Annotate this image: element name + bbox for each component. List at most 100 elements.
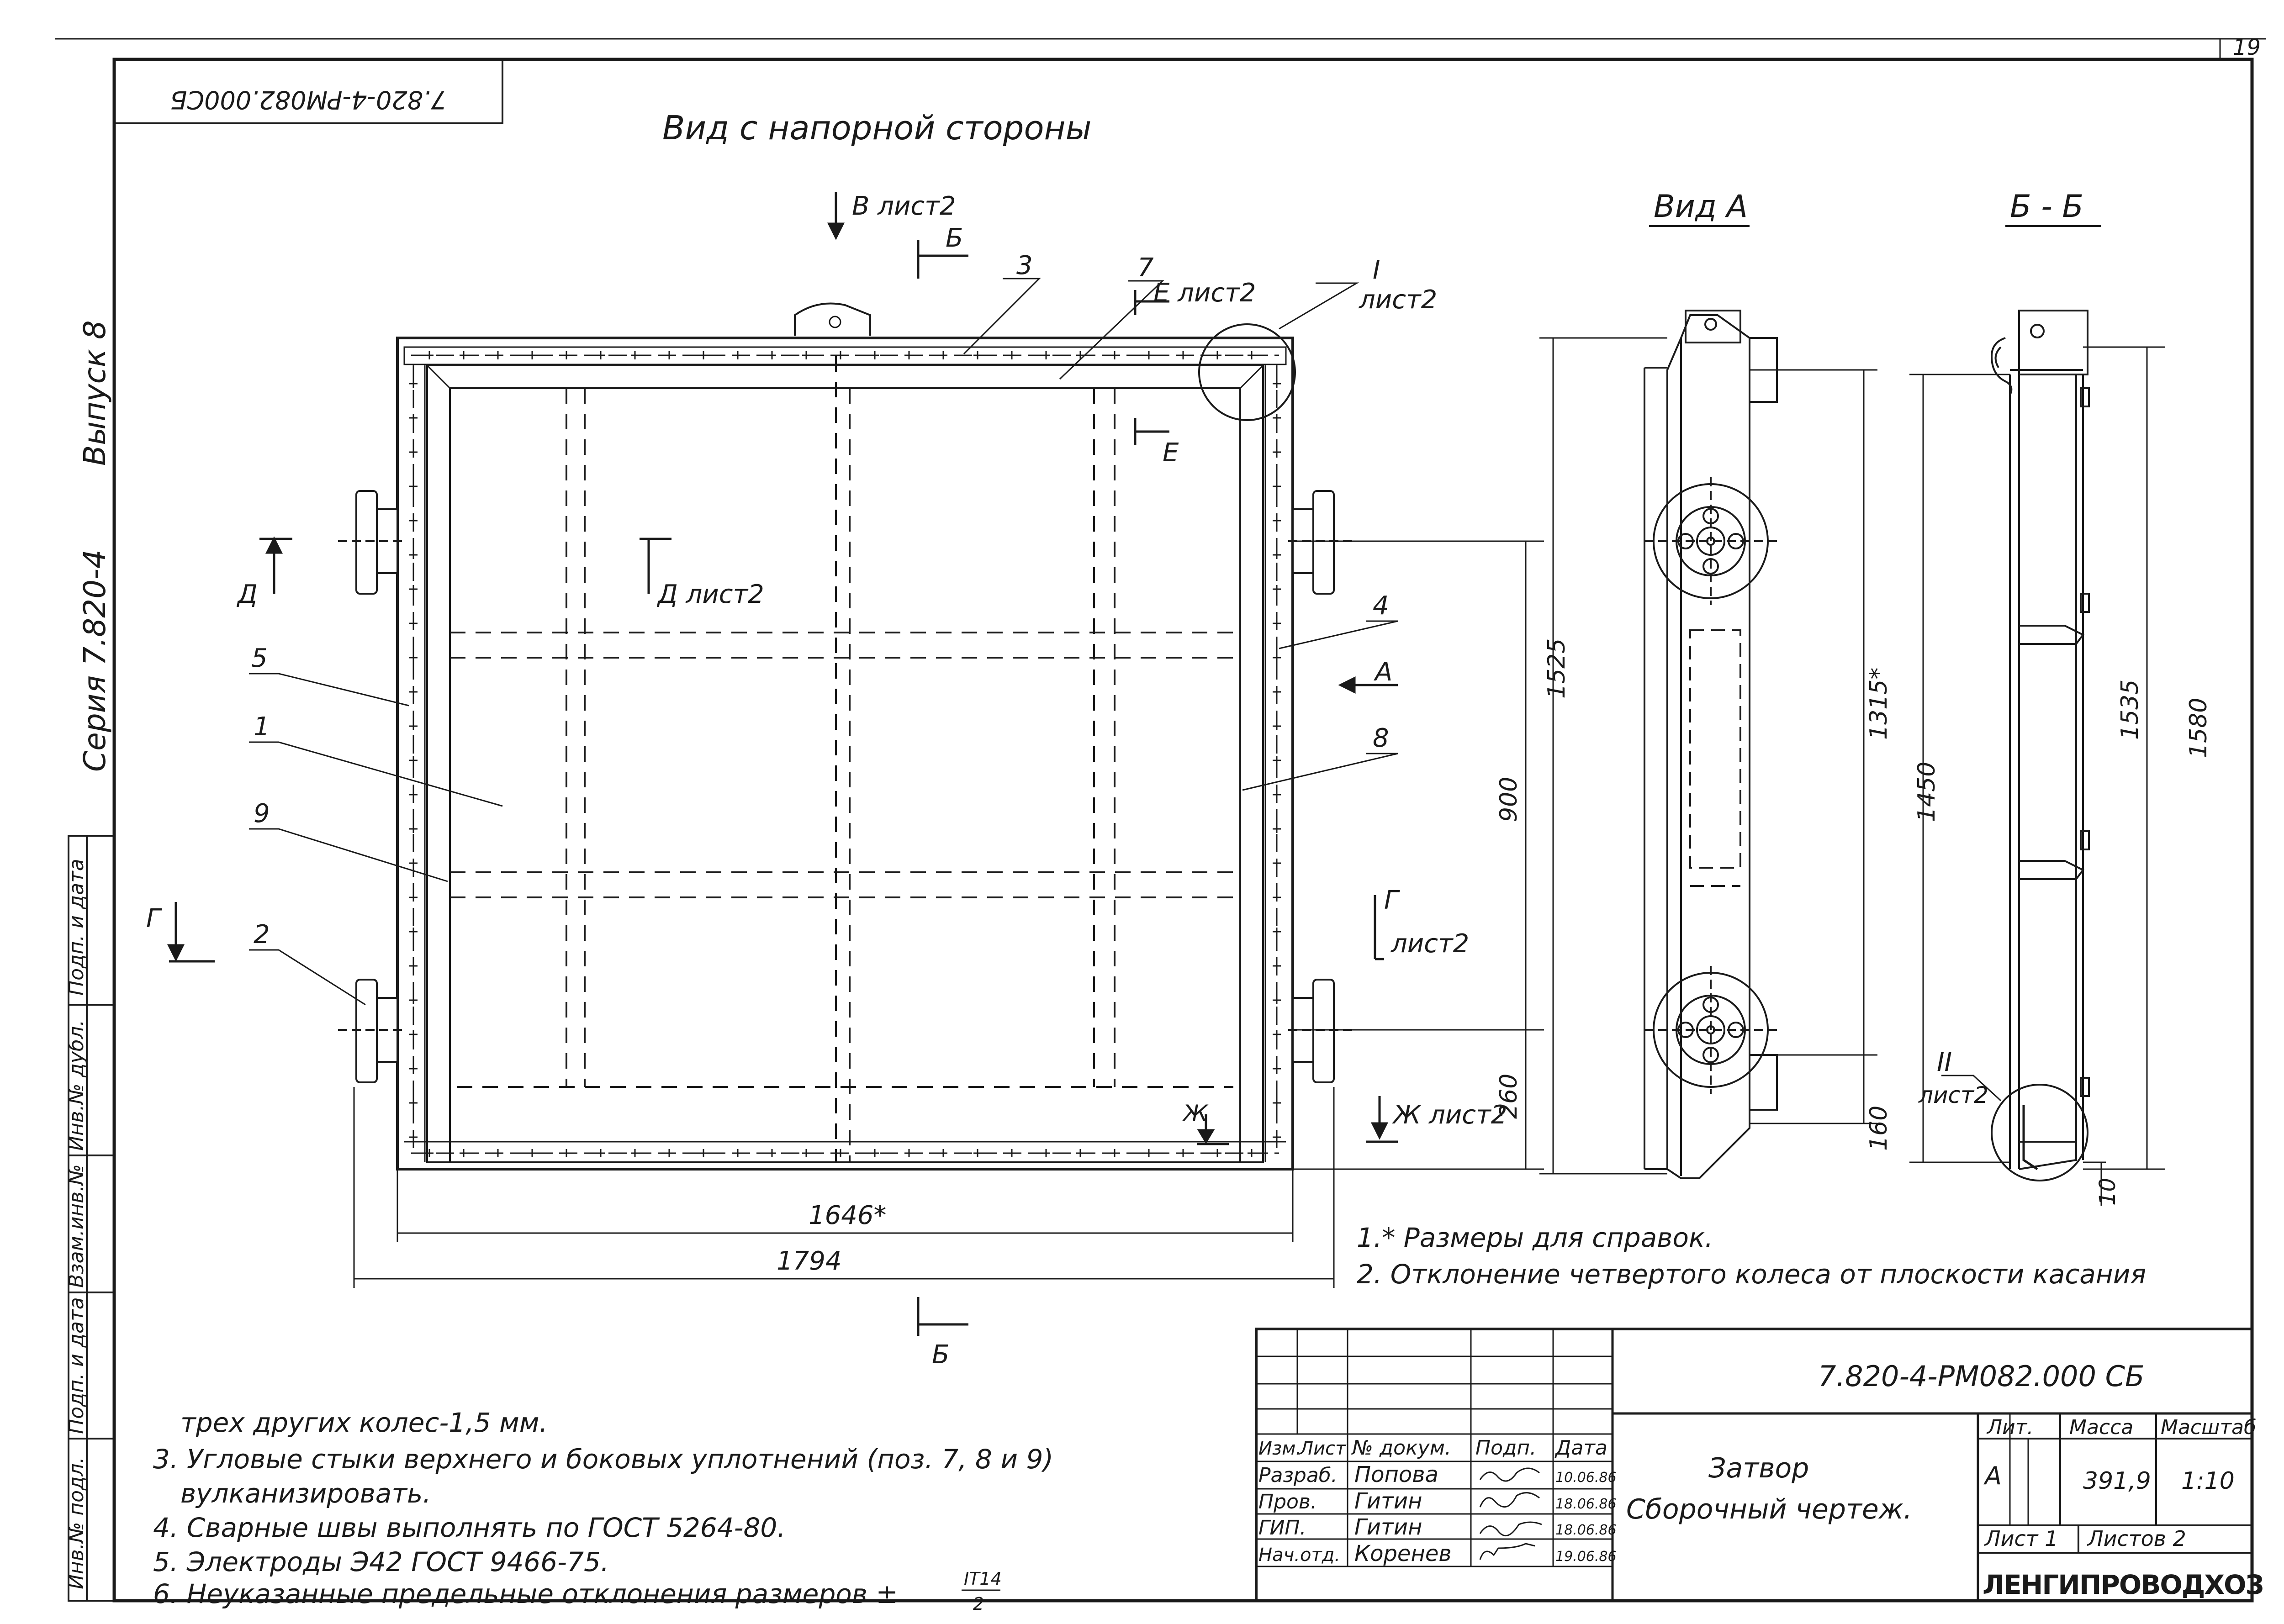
dim-1646: 1646* bbox=[809, 1201, 887, 1230]
wheel-lower-left bbox=[338, 979, 402, 1083]
page-number: 19 bbox=[2233, 35, 2261, 60]
mirrored-doc-code: 7.820-4-РМ082.000СБ bbox=[170, 85, 446, 114]
tb-name-line2: Сборочный чертеж. bbox=[1626, 1493, 1912, 1525]
tb-head-sign: Подп. bbox=[1475, 1436, 1536, 1460]
dim-1315: 1315* bbox=[1865, 668, 1893, 740]
tolerance-numerator: IT14 bbox=[964, 1569, 1002, 1589]
tb-date-1: 18.06.86 bbox=[1555, 1496, 1617, 1512]
tb-head-doc: № докум. bbox=[1351, 1436, 1451, 1460]
tb-mass-value: 391,9 bbox=[2083, 1467, 2151, 1495]
tb-date-0: 10.06.86 bbox=[1555, 1470, 1617, 1486]
arrow-v-label: В лист2 bbox=[852, 191, 956, 221]
pos-7: 7 bbox=[1137, 253, 1154, 283]
title-block-grid bbox=[1255, 1328, 2253, 1602]
arrow-a-label: А bbox=[1374, 657, 1392, 687]
dim-1794: 1794 bbox=[777, 1246, 842, 1276]
detail-1-circle bbox=[1198, 323, 1296, 421]
dim-260: 260 bbox=[1495, 1074, 1523, 1119]
note-left-1: трех других колес-1,5 мм. bbox=[180, 1407, 548, 1438]
arrow-d-sheet: Д лист2 bbox=[656, 580, 764, 609]
detail-1-label: I bbox=[1373, 255, 1380, 285]
arrow-b-bottom: Б bbox=[932, 1340, 949, 1370]
dim-900: 900 bbox=[1495, 777, 1523, 822]
tb-name-2: Гитин bbox=[1354, 1514, 1422, 1540]
arrow-e-sheet: Е лист2 bbox=[1153, 278, 1256, 308]
note-right-1: 1.* Размеры для справок. bbox=[1357, 1222, 1713, 1253]
tb-name-0: Попова bbox=[1354, 1462, 1438, 1487]
stamp-sign-date-2: Подп. и дата bbox=[65, 1297, 88, 1434]
pos-8: 8 bbox=[1373, 723, 1389, 753]
tb-lit-label: Лит. bbox=[1986, 1416, 2033, 1439]
pos-4: 4 bbox=[1373, 591, 1389, 621]
note-left-3: вулканизировать. bbox=[180, 1478, 431, 1509]
arrow-zh-small: Ж bbox=[1182, 1100, 1209, 1127]
arrow-zh-sheet: Ж лист2 bbox=[1392, 1100, 1507, 1130]
note-left-6: 6. Неуказанные предельные отклонения раз… bbox=[153, 1578, 898, 1609]
tb-scale-label: Масштаб bbox=[2161, 1416, 2256, 1439]
detail-1-sheet: лист2 bbox=[1359, 285, 1437, 315]
series-label: Серия 7.820-4 bbox=[77, 549, 112, 772]
dim-1525: 1525 bbox=[1543, 638, 1570, 699]
wheel-upper-right bbox=[1288, 490, 1352, 595]
stamp-dup-inv: Инв.№ дубл. bbox=[65, 1020, 88, 1151]
stamp-repl-inv: Взам.инв.№ bbox=[65, 1164, 88, 1288]
tb-sheets-label: Листов 2 bbox=[2087, 1526, 2186, 1551]
signature-3 bbox=[1479, 1543, 1535, 1560]
arrow-g-right: Г bbox=[1384, 886, 1400, 915]
tb-name-3: Коренев bbox=[1354, 1541, 1452, 1566]
signature-2 bbox=[1479, 1521, 1542, 1536]
bolt-lines bbox=[411, 354, 1279, 1154]
pos-5: 5 bbox=[251, 643, 268, 673]
arrow-g-left: Г bbox=[146, 904, 162, 933]
dim-160: 160 bbox=[1865, 1106, 1893, 1151]
arrow-e-label: Е bbox=[1163, 438, 1179, 468]
signature-0 bbox=[1479, 1467, 1540, 1482]
tb-date-2: 18.06.86 bbox=[1555, 1522, 1617, 1538]
note-left-2: 3. Угловые стыки верхнего и боковых упло… bbox=[153, 1444, 1053, 1475]
main-dim-lines bbox=[353, 540, 1544, 1288]
tb-role-1: Пров. bbox=[1258, 1490, 1317, 1513]
detail-2-label: II bbox=[1937, 1048, 1952, 1077]
dim-1535: 1535 bbox=[2116, 680, 2144, 740]
issue-label: Выпуск 8 bbox=[77, 320, 112, 466]
wheel-upper-left bbox=[338, 490, 402, 595]
tb-role-3: Нач.отд. bbox=[1258, 1545, 1340, 1566]
tb-lit-value: А bbox=[1983, 1461, 2002, 1490]
side-view-body bbox=[1644, 310, 1778, 1179]
side-stamp bbox=[68, 835, 115, 1602]
sheet-frame bbox=[55, 38, 2266, 1603]
signature-1 bbox=[1479, 1492, 1540, 1508]
position-leaders bbox=[249, 278, 1398, 1006]
tb-date-3: 19.06.86 bbox=[1555, 1549, 1617, 1565]
note-left-5: 5. Электроды Э42 ГОСТ 9466-75. bbox=[153, 1546, 609, 1577]
wheel-lower-right bbox=[1288, 979, 1352, 1083]
side-view-title: Вид А bbox=[1654, 189, 1748, 225]
tb-scale-value: 1:10 bbox=[2181, 1467, 2235, 1495]
main-view-title: Вид с напорной стороны bbox=[662, 109, 1091, 147]
tb-role-0: Разраб. bbox=[1258, 1464, 1338, 1487]
note-left-4: 4. Сварные швы выполнять по ГОСТ 5264-80… bbox=[153, 1512, 786, 1543]
gate-frame bbox=[396, 302, 1294, 1171]
tb-name-line1: Затвор bbox=[1708, 1452, 1809, 1484]
detail-2-sheet: лист2 bbox=[1918, 1082, 1988, 1108]
tb-mass-label: Масса bbox=[2069, 1416, 2133, 1439]
note-right-2: 2. Отклонение четвертого колеса от плоск… bbox=[1357, 1259, 2146, 1290]
pos-2: 2 bbox=[254, 920, 270, 949]
side-dim-lines bbox=[1539, 337, 1877, 1175]
tb-head-date: Дата bbox=[1554, 1436, 1607, 1460]
section-dim-lines bbox=[1909, 346, 2165, 1206]
section-body bbox=[1990, 310, 2090, 1181]
dim-1450: 1450 bbox=[1913, 762, 1940, 822]
arrow-b-top: Б bbox=[946, 223, 963, 253]
tb-role-2: ГИП. bbox=[1258, 1516, 1306, 1540]
bolt-crosses bbox=[409, 351, 1281, 1157]
stamp-orig-inv: Инв.№ подл. bbox=[65, 1457, 88, 1589]
stamp-sign-date-1: Подп. и дата bbox=[65, 859, 88, 996]
dim-1580: 1580 bbox=[2185, 698, 2212, 758]
hidden-ribs bbox=[450, 356, 1240, 1162]
arrow-g-sheet: лист2 bbox=[1390, 929, 1469, 959]
tb-head-list: Лист bbox=[1299, 1438, 1347, 1459]
tb-signatures bbox=[1479, 1467, 1542, 1560]
pos-1: 1 bbox=[254, 712, 270, 742]
